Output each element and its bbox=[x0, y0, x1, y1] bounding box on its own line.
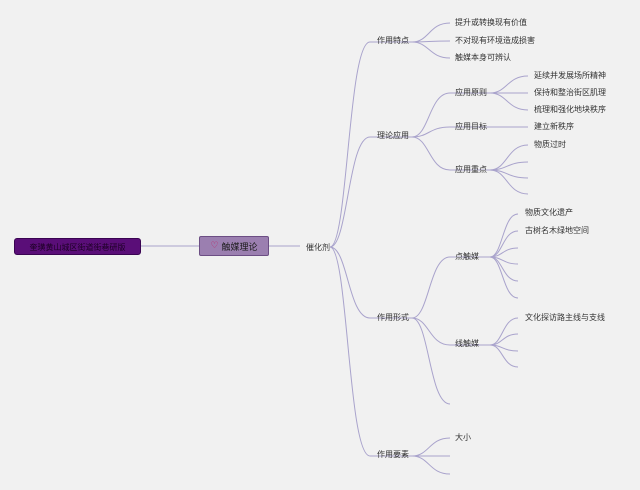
root-node-label: 奎璜黄山城区街道街巷研版 bbox=[29, 243, 126, 252]
leaf-node[interactable]: 物质文化遗产 bbox=[525, 208, 573, 217]
node-function-elements[interactable]: 作用要素 bbox=[377, 450, 409, 459]
node-catalyst[interactable]: 催化剂 bbox=[306, 243, 330, 252]
leaf-node[interactable]: 建立新秩序 bbox=[534, 122, 574, 131]
node-function-forms[interactable]: 作用形式 bbox=[377, 313, 409, 322]
leaf-node[interactable]: 触媒本身可辨认 bbox=[455, 53, 511, 62]
node-application-goals[interactable]: 应用目标 bbox=[455, 122, 487, 131]
connector-line bbox=[411, 437, 451, 457]
leaf-node[interactable]: 提升或转换现有价值 bbox=[455, 18, 527, 27]
node-function-features[interactable]: 作用特点 bbox=[377, 36, 409, 45]
connector-line bbox=[489, 92, 529, 111]
connector-line bbox=[489, 169, 529, 195]
center-node-label: 触媒理论 bbox=[221, 242, 258, 253]
leaf-node[interactable]: 保持和整治街区肌理 bbox=[534, 88, 606, 97]
connector-line bbox=[411, 317, 490, 346]
heart-icon: ♡ bbox=[210, 241, 219, 251]
connector-line bbox=[411, 41, 451, 59]
node-application-principles[interactable]: 应用原则 bbox=[455, 88, 487, 97]
connector-line bbox=[329, 246, 412, 319]
leaf-node[interactable]: 延续并发展场所精神 bbox=[534, 71, 606, 80]
connector-line bbox=[329, 246, 412, 457]
center-node-catalyst-theory[interactable]: ♡ 触媒理论 bbox=[199, 236, 269, 256]
connector-line bbox=[411, 126, 490, 138]
connector-line bbox=[489, 230, 519, 258]
connector-line bbox=[329, 136, 412, 248]
node-point-catalyst[interactable]: 点触媒 bbox=[455, 252, 479, 261]
root-node[interactable]: 奎璜黄山城区街道街巷研版 bbox=[14, 238, 141, 255]
connector-line bbox=[489, 144, 529, 171]
connector-line bbox=[411, 317, 451, 405]
connector-line bbox=[329, 41, 412, 248]
connector-line bbox=[489, 213, 519, 258]
leaf-node[interactable]: 物质过时 bbox=[534, 140, 566, 149]
connector-line bbox=[411, 455, 451, 475]
connector-line bbox=[489, 317, 519, 346]
connector-line bbox=[411, 92, 490, 138]
node-theory-application[interactable]: 理论应用 bbox=[377, 131, 409, 140]
leaf-node[interactable]: 大小 bbox=[455, 433, 471, 442]
node-line-catalyst[interactable]: 线触媒 bbox=[455, 339, 479, 348]
leaf-node[interactable]: 古树名木绿地空间 bbox=[525, 226, 589, 235]
connector-line bbox=[489, 256, 519, 299]
connector-line bbox=[411, 256, 490, 319]
leaf-node[interactable]: 不对现有环境造成损害 bbox=[455, 36, 535, 45]
connector-line bbox=[489, 344, 519, 368]
node-application-focus[interactable]: 应用重点 bbox=[455, 165, 487, 174]
leaf-node[interactable]: 文化探访路主线与支线 bbox=[525, 313, 605, 322]
connector-line bbox=[489, 75, 529, 94]
connector-line bbox=[411, 136, 490, 171]
leaf-node[interactable]: 梳理和强化地块秩序 bbox=[534, 105, 606, 114]
connector-line bbox=[411, 22, 451, 43]
